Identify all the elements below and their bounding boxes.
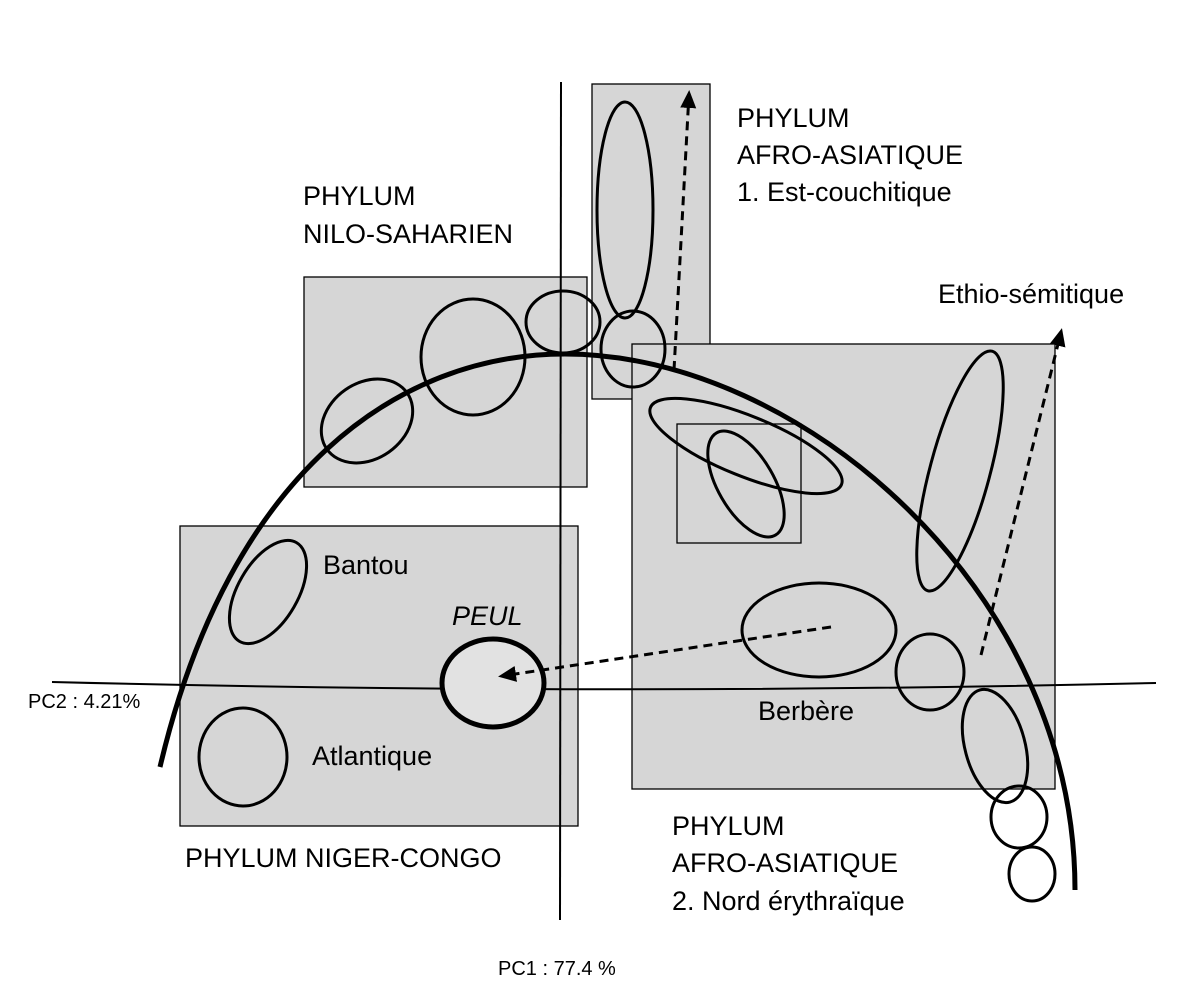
couchitique-ellipse-tall [595, 100, 655, 320]
nilo-saharien-box [303, 276, 588, 488]
nilo-saharien-label-1: PHYLUM [303, 181, 416, 211]
berbere-label: Berbère [758, 696, 854, 726]
afro-asiatique-2-label-3: 2. Nord érythraïque [672, 886, 905, 916]
ethio-semitique-ellipse [915, 349, 1005, 593]
atlantique-label: Atlantique [312, 741, 432, 771]
pc1-axis [559, 81, 562, 921]
peul-migration-arrow [498, 625, 832, 682]
erythraique-ellipse-wide [648, 396, 844, 496]
inner-subgroup-box [676, 423, 802, 544]
afro-asiatique-1-label-3: 1. Est-couchitique [737, 177, 952, 207]
niger-congo-label: PHYLUM NIGER-CONGO [185, 843, 502, 873]
afro-asiatique-2-label-2: AFRO-ASIATIQUE [672, 848, 898, 878]
bantou-ellipse [227, 538, 309, 646]
erythraique-ellipse-b1 [989, 784, 1049, 850]
couchitique-arrow [672, 90, 697, 371]
peul-ellipse [439, 636, 547, 730]
erythraique-ellipse-inner [706, 429, 786, 539]
peul-label: PEUL [452, 601, 523, 631]
nilo-ellipse-2 [419, 297, 527, 417]
nilo-ellipse-3 [524, 289, 602, 355]
afro-asiatique-2-label-1: PHYLUM [672, 811, 785, 841]
berbere-ellipse-large [740, 581, 898, 679]
afro-asiatique-1-label-2: AFRO-ASIATIQUE [737, 140, 963, 170]
pc2-axis-label: PC2 : 4.21% [28, 691, 141, 713]
afro-asiatique-1-label-1: PHYLUM [737, 103, 850, 133]
atlantique-ellipse [197, 706, 289, 808]
pc2-axis [51, 681, 1157, 691]
pc1-axis-label: PC1 : 77.4 % [498, 958, 616, 980]
ethio-semitique-label: Ethio-sémitique [938, 279, 1124, 309]
nord-erythraique-box [631, 343, 1056, 790]
main-arc [157, 351, 1078, 891]
nilo-ellipse-1 [319, 377, 415, 465]
ethio-semitique-arrow [979, 328, 1066, 656]
berbere-ellipse-small [894, 632, 966, 712]
bantou-label: Bantou [323, 550, 409, 580]
nilo-saharien-label-2: NILO-SAHARIEN [303, 219, 513, 249]
erythraique-ellipse-tilted [960, 687, 1030, 805]
erythraique-ellipse-b2 [1007, 845, 1057, 903]
couchitique-ellipse-small [599, 309, 667, 389]
